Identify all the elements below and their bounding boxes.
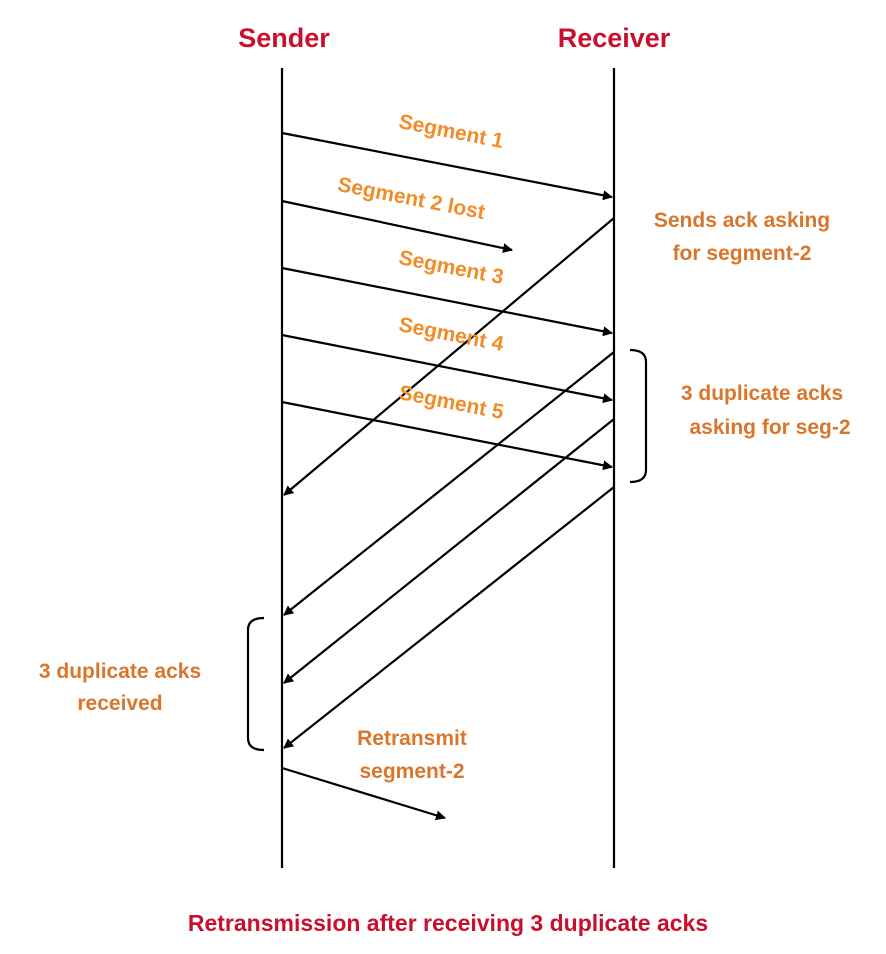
duplicate-ack-arrow-1 [283, 351, 615, 616]
retransmit-arrow [281, 766, 446, 821]
receiver-dup-acks-bracket [629, 348, 648, 484]
segment-4-arrow [281, 333, 613, 404]
receiver-label: Receiver [558, 23, 671, 53]
retransmit-note-line-2: segment-2 [359, 760, 464, 783]
received-note-line-2: received [77, 692, 162, 715]
segment-1-arrow [281, 131, 613, 201]
duplicate-ack-arrow-3 [283, 486, 615, 749]
ack-note-line-1: Sends ack asking [654, 209, 830, 232]
received-note-line-1: 3 duplicate acks [39, 660, 201, 683]
duplicate-ack-arrow-2 [283, 418, 615, 684]
dup-acks-note-line-2: asking for seg-2 [689, 416, 850, 439]
segment-4-label: Segment 4 [397, 313, 506, 356]
dup-acks-note-line-1: 3 duplicate acks [681, 382, 843, 405]
segment-5-label: Segment 5 [397, 381, 506, 424]
sender-dup-acks-bracket [246, 616, 265, 752]
segment-3-label: Segment 3 [397, 246, 506, 289]
segment-3-arrow [281, 266, 613, 337]
segment-2-lost-arrow [281, 199, 513, 254]
ack-note-line-2: for segment-2 [673, 242, 812, 265]
ack-arrow-1 [283, 217, 615, 496]
diagram-caption: Retransmission after receiving 3 duplica… [188, 910, 708, 936]
sender-label: Sender [238, 23, 330, 53]
segment-5-arrow [281, 400, 613, 471]
retransmit-note-line-1: Retransmit [357, 727, 467, 750]
segment-1-label: Segment 1 [397, 110, 506, 153]
